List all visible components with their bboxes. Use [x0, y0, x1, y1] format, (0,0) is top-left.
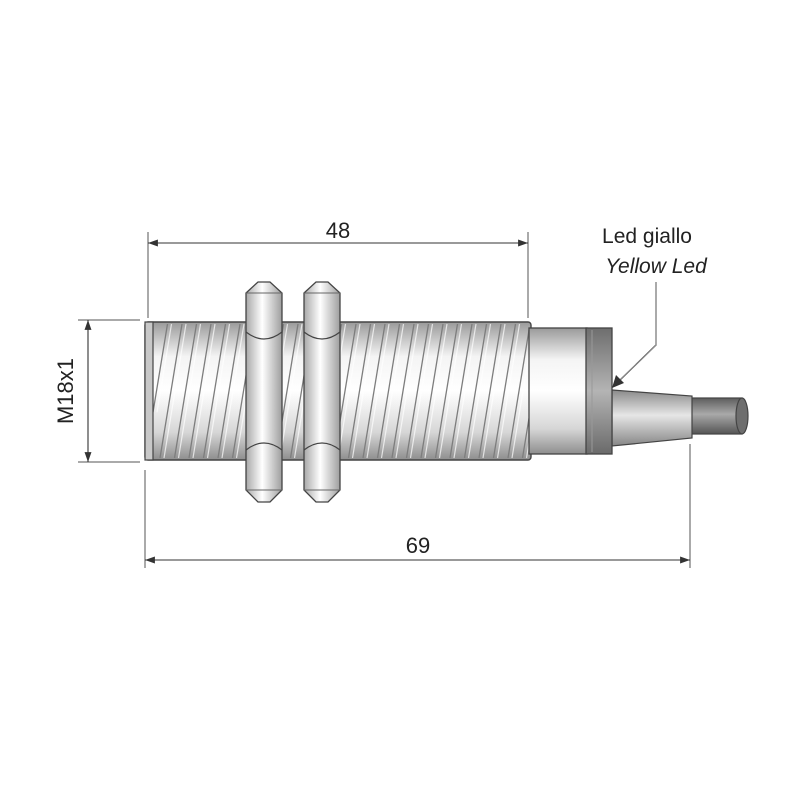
thread-line: [405, 323, 430, 459]
hex-nut-left: [245, 281, 283, 503]
thread-line: [347, 323, 372, 459]
thread-line: [159, 323, 183, 459]
cable: [689, 397, 749, 435]
thread-highlight: [156, 323, 173, 413]
led-ring: [585, 327, 613, 455]
thread-line: [362, 323, 386, 459]
thread-highlight: [424, 323, 448, 459]
thread-line: [391, 323, 415, 459]
thread-line: [521, 418, 530, 459]
thread-highlight: [337, 323, 361, 459]
dimension-48: 48: [148, 218, 528, 247]
thread-highlight: [395, 323, 419, 459]
thread-highlight: [496, 323, 521, 459]
thread-line: [202, 323, 227, 459]
thread-highlight: [467, 323, 492, 459]
thread-highlight: [206, 323, 231, 459]
thread-line: [507, 329, 530, 459]
thread-line: [188, 323, 212, 459]
dimension-48-label: 48: [326, 218, 350, 243]
thread-highlight: [177, 323, 202, 459]
led-label-italian: Led giallo: [602, 225, 692, 248]
dimension-thread-label: M18x1: [53, 358, 78, 424]
thread-line: [152, 323, 169, 413]
thread-highlight: [482, 323, 506, 459]
led-housing: [528, 327, 588, 455]
thread-highlight: [380, 323, 405, 459]
thread-highlight: [279, 323, 303, 459]
thread-line: [492, 323, 517, 459]
thread-highlight: [351, 323, 376, 459]
thread-line: [217, 323, 241, 459]
thread-line: [434, 323, 459, 459]
led-label-english: Yellow Led: [605, 255, 708, 278]
thread-highlight: [453, 323, 477, 459]
thread-line: [478, 323, 502, 459]
thread-highlight: [438, 323, 463, 459]
thread-highlight: [192, 323, 216, 459]
thread-highlight: [409, 323, 434, 459]
thread-line: [449, 323, 473, 459]
thread-highlight: [163, 323, 187, 459]
thread-line: [173, 323, 198, 459]
hex-nut-right: [303, 281, 341, 503]
cable-gland: [611, 389, 693, 447]
thread-line: [463, 323, 488, 459]
dimension-69-label: 69: [406, 533, 430, 558]
thread-highlight: [366, 323, 390, 459]
thread-highlight: [221, 323, 245, 459]
dimension-thread: M18x1: [53, 320, 92, 462]
led-callout: Led giallo Yellow Led: [602, 225, 708, 388]
dimension-69: 69: [145, 533, 690, 564]
thread-line: [420, 323, 444, 459]
thread-line: [376, 323, 401, 459]
